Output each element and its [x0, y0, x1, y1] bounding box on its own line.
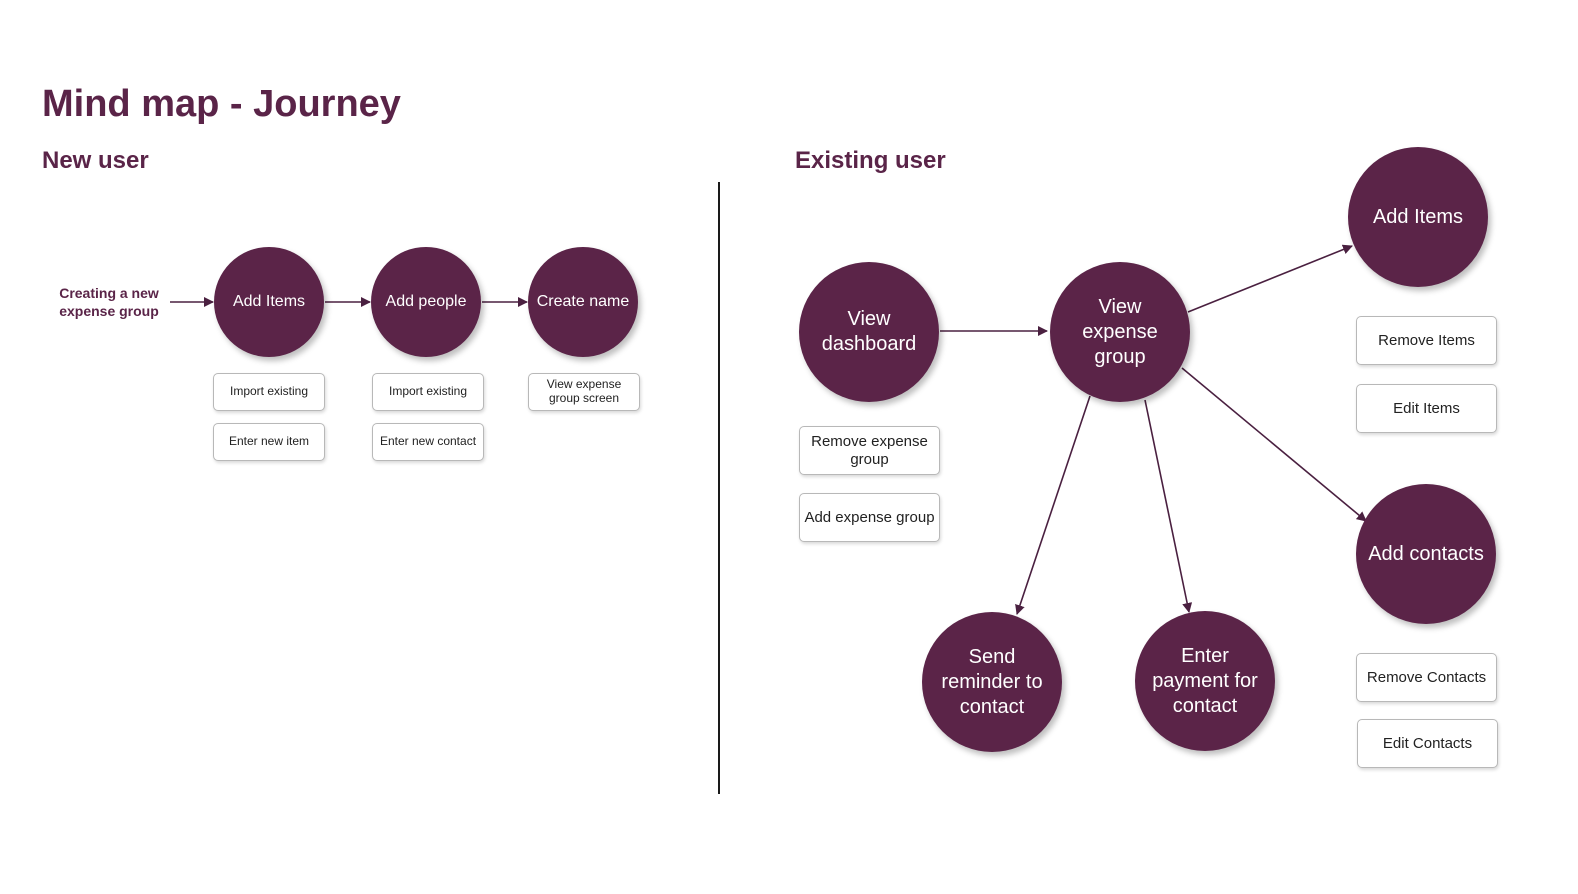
node-view-expense-group: View expense group: [1050, 262, 1190, 402]
node-create-name: Create name: [528, 247, 638, 357]
option-remove-expense-group: Remove expense group: [799, 426, 940, 475]
arrow-expense-group-to-add-items: [1187, 244, 1353, 313]
node-add-contacts: Add contacts: [1356, 484, 1496, 624]
page-title: Mind map - Journey: [42, 83, 401, 125]
option-items-import-existing: Import existing: [213, 373, 325, 411]
option-remove-items: Remove Items: [1356, 316, 1497, 365]
new-user-heading: New user: [42, 147, 149, 174]
option-edit-contacts: Edit Contacts: [1357, 719, 1498, 768]
arrow-expense-group-to-send-reminder: [1015, 395, 1091, 615]
option-remove-contacts: Remove Contacts: [1356, 653, 1497, 702]
arrow-expense-group-to-add-contacts: [1181, 367, 1367, 522]
node-send-reminder: Send reminder to contact: [922, 612, 1062, 752]
node-add-items: Add Items: [214, 247, 324, 357]
option-enter-new-contact: Enter new contact: [372, 423, 484, 461]
start-label: Creating a new expense group: [59, 285, 159, 320]
node-add-items-existing: Add Items: [1348, 147, 1488, 287]
node-add-people: Add people: [371, 247, 481, 357]
section-divider: [718, 182, 720, 794]
option-edit-items: Edit Items: [1356, 384, 1497, 433]
arrow-expense-group-to-enter-payment: [1144, 399, 1193, 613]
node-view-dashboard: View dashboard: [799, 262, 939, 402]
option-enter-new-item: Enter new item: [213, 423, 325, 461]
option-people-import-existing: Import existing: [372, 373, 484, 411]
option-view-expense-group-screen: View expense group screen: [528, 373, 640, 411]
option-add-expense-group: Add expense group: [799, 493, 940, 542]
existing-user-heading: Existing user: [795, 147, 946, 174]
node-enter-payment: Enter payment for contact: [1135, 611, 1275, 751]
